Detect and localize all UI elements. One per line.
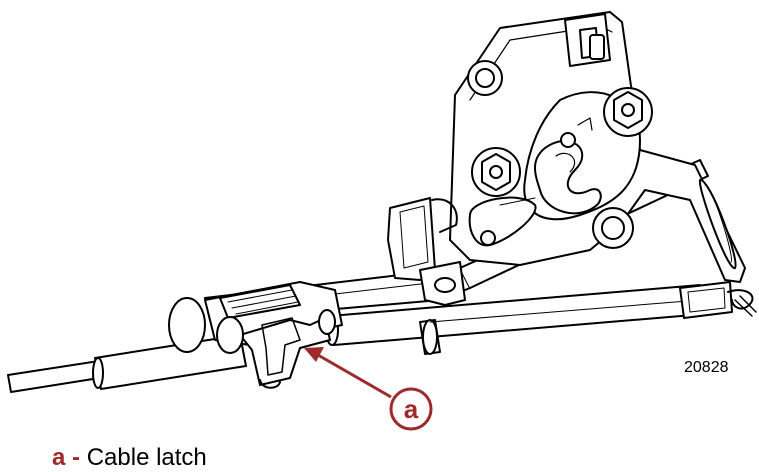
mounting-hole-lower — [592, 207, 634, 249]
legend-description: Cable latch — [86, 444, 207, 471]
callout-arrowhead — [304, 347, 324, 362]
callout-a: a — [304, 347, 433, 431]
bracket-top-tab — [564, 13, 611, 67]
callout-bubble — [389, 387, 433, 431]
cable-end-guide — [387, 197, 466, 306]
pivot-nut-left — [471, 147, 521, 197]
callout-leader-line — [317, 353, 392, 399]
figure-number: 20828 — [684, 359, 729, 376]
legend-caption: a - Cable latch — [52, 444, 207, 472]
cable-latch — [168, 281, 343, 389]
mounting-hole-upper — [467, 60, 503, 96]
lever-nut-upper — [603, 87, 653, 137]
callout-letter: a — [404, 394, 419, 424]
linkage-arm — [468, 196, 537, 247]
legend-separator: - — [72, 444, 81, 471]
legend-key: a — [52, 444, 66, 471]
rod-end-fitting — [679, 281, 757, 319]
